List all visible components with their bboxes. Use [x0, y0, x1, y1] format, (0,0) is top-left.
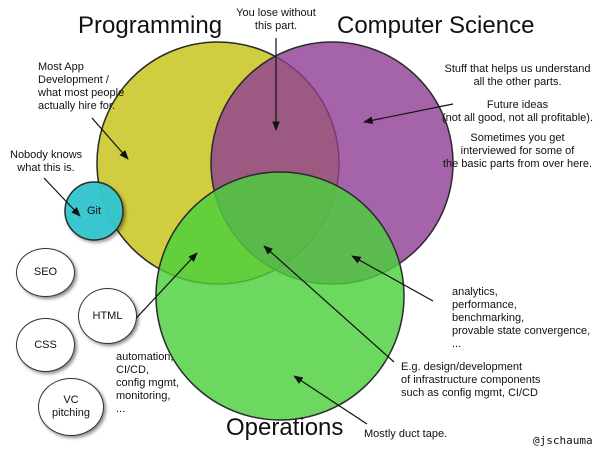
html-label: HTML: [92, 309, 123, 322]
vc-pitching-circle: VC pitching: [38, 378, 104, 436]
css-label: CSS: [34, 338, 57, 351]
arrow-nobody-knows: [43, 177, 81, 217]
arrow-analytics: [351, 255, 434, 302]
seo-label: SEO: [33, 266, 58, 278]
duct-tape-note: Mostly duct tape.: [364, 428, 448, 440]
interviewed-note: Sometimes you get interviewed for some o…: [442, 132, 593, 170]
infra-note: E.g. design/development of infrastructur…: [401, 361, 541, 399]
operations-title: Operations: [226, 414, 344, 441]
author-credit: @jschauma: [533, 434, 593, 447]
arrow-duct-tape: [293, 375, 368, 425]
analytics-note: analytics, performance, benchmarking, pr…: [452, 286, 591, 350]
operations-circle: [155, 171, 405, 421]
git-label: Git: [86, 205, 102, 217]
seo-circle: SEO: [16, 248, 75, 297]
css-circle: CSS: [16, 318, 75, 372]
most-app-note: Most App Development / what most people …: [38, 61, 125, 112]
arrow-cs-stuff: [363, 103, 454, 125]
pitching-label: pitching: [52, 407, 90, 419]
vc-label: VC: [63, 394, 79, 406]
arrow-infra: [263, 245, 395, 363]
automation-note: automation, CI/CD, config mgmt, monitori…: [116, 351, 179, 415]
programming-title: Programming: [78, 12, 223, 39]
html-circle: HTML: [78, 288, 137, 344]
future-ideas-note: Future ideas (not all good, not all prof…: [441, 99, 594, 124]
arrow-most-app: [91, 117, 129, 160]
computer-science-title: Computer Science: [337, 12, 535, 39]
git-circle: [64, 181, 124, 241]
cs-stuff-note: Stuff that helps us understand all the o…: [444, 63, 591, 88]
nobody-knows-note: Nobody knows what this is.: [10, 149, 83, 174]
lose-without-note: You lose without this part.: [236, 7, 316, 32]
